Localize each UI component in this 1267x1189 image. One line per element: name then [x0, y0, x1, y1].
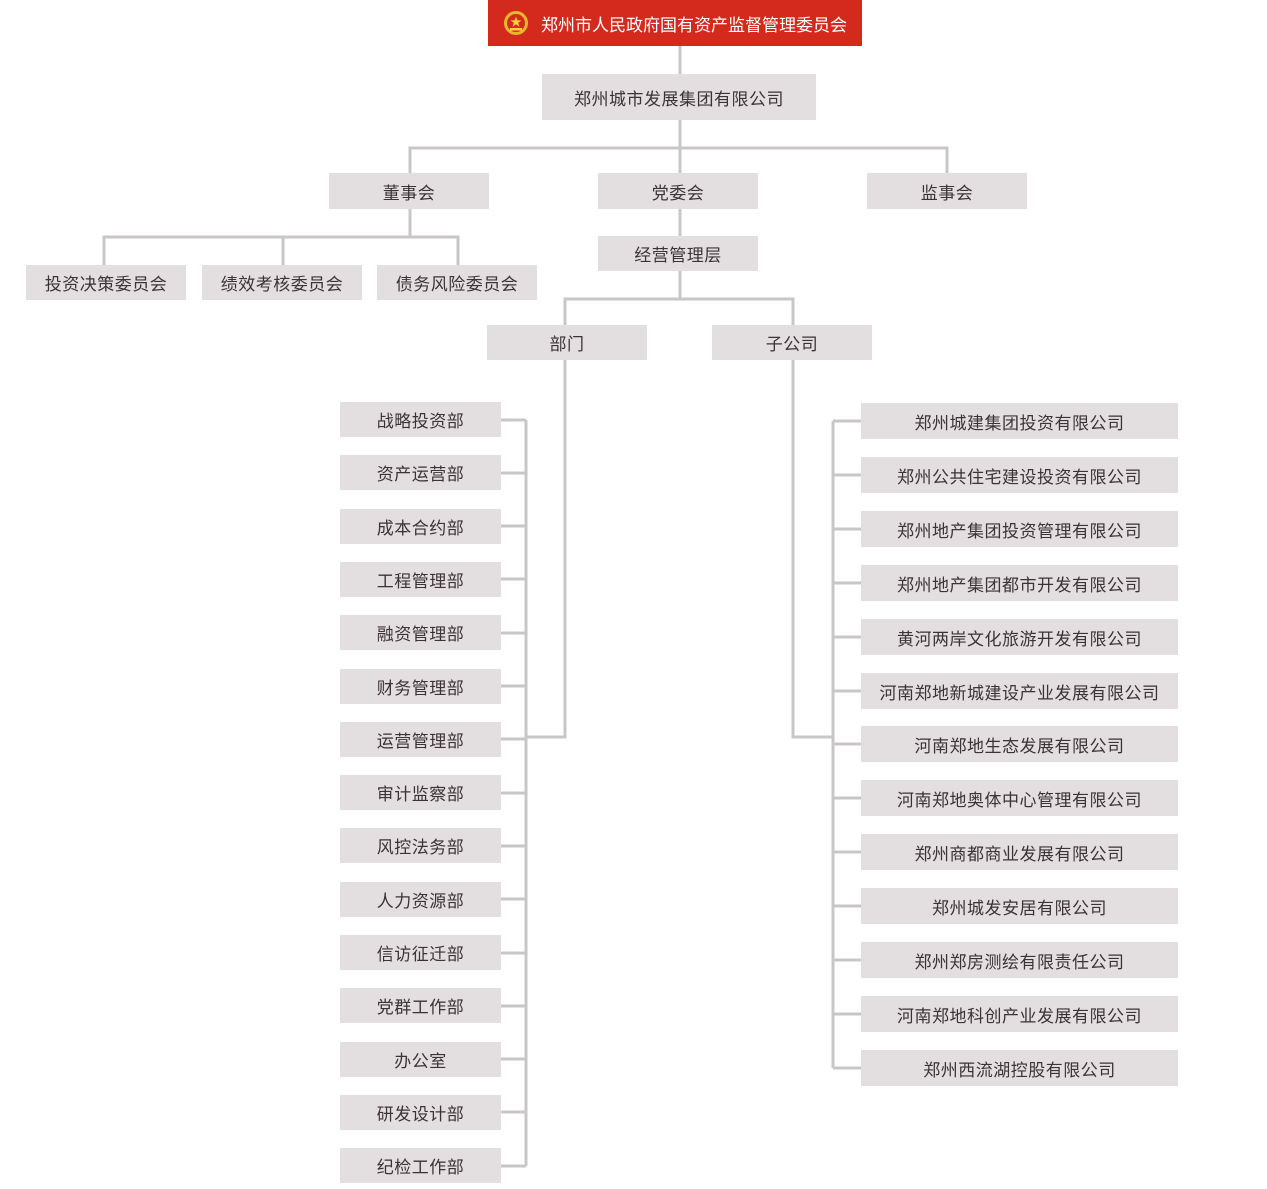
subsidiary-item: 郑州地产集团都市开发有限公司 [861, 565, 1178, 601]
department-item: 审计监察部 [340, 775, 501, 810]
subsidiary-item: 黄河两岸文化旅游开发有限公司 [861, 619, 1178, 655]
department-item: 战略投资部 [340, 402, 501, 437]
subsidiary-item: 郑州地产集团投资管理有限公司 [861, 511, 1178, 547]
department-item: 成本合约部 [340, 509, 501, 544]
subsidiary-item: 郑州郑房测绘有限责任公司 [861, 942, 1178, 978]
department-item: 财务管理部 [340, 669, 501, 704]
subsidiary-item: 郑州西流湖控股有限公司 [861, 1050, 1178, 1086]
department-item: 工程管理部 [340, 562, 501, 597]
subsidiary-item: 河南郑地奥体中心管理有限公司 [861, 780, 1178, 816]
department-item: 办公室 [340, 1042, 501, 1077]
connector-level2-bus [408, 146, 949, 173]
department-item: 风控法务部 [340, 828, 501, 863]
connector-branch-bus [563, 297, 795, 325]
department-item: 资产运营部 [340, 455, 501, 490]
connector-committee-bus [102, 235, 460, 265]
management-node: 经营管理层 [598, 236, 758, 271]
national-emblem-icon [504, 11, 528, 35]
subsidiary-item: 郑州商都商业发展有限公司 [861, 834, 1178, 870]
department-item: 运营管理部 [340, 722, 501, 757]
committee-debt-risk-node: 债务风险委员会 [377, 265, 537, 300]
connector-subsidiaries-trunk [791, 360, 833, 739]
committee-performance-node: 绩效考核委员会 [202, 265, 362, 300]
group-company-node: 郑州城市发展集团有限公司 [542, 74, 816, 120]
subsidiary-item: 郑州城发安居有限公司 [861, 888, 1178, 924]
subsidiary-item: 河南郑地新城建设产业发展有限公司 [861, 673, 1178, 709]
department-item: 党群工作部 [340, 988, 501, 1023]
department-item: 信访征迁部 [340, 935, 501, 970]
departments-node: 部门 [487, 325, 647, 360]
sasac-label: 郑州市人民政府国有资产监督管理委员会 [541, 15, 847, 36]
committee-investment-node: 投资决策委员会 [26, 265, 186, 300]
department-item: 人力资源部 [340, 882, 501, 917]
department-item: 融资管理部 [340, 615, 501, 650]
subsidiary-item: 河南郑地生态发展有限公司 [861, 726, 1178, 762]
supervisory-board-node: 监事会 [867, 173, 1027, 209]
party-committee-node: 党委会 [598, 173, 758, 209]
subsidiary-item: 河南郑地科创产业发展有限公司 [861, 996, 1178, 1032]
connector-departments-trunk [526, 360, 567, 739]
department-item: 纪检工作部 [340, 1148, 501, 1183]
subsidiary-item: 郑州城建集团投资有限公司 [861, 403, 1178, 439]
sasac-node: 郑州市人民政府国有资产监督管理委员会 [488, 0, 862, 46]
subsidiary-item: 郑州公共住宅建设投资有限公司 [861, 457, 1178, 493]
board-node: 董事会 [329, 173, 489, 209]
department-item: 研发设计部 [340, 1095, 501, 1130]
subsidiaries-node: 子公司 [712, 325, 872, 360]
